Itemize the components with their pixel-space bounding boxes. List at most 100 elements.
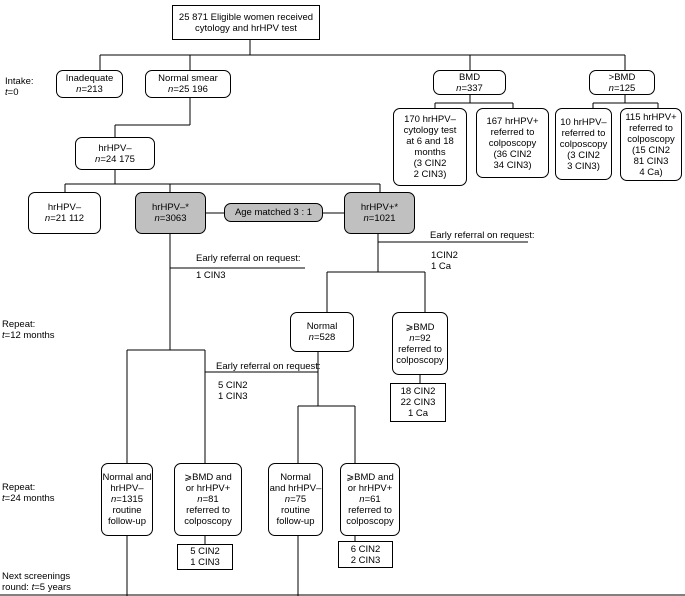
label-repeat-24-line: t=24 months — [2, 493, 55, 504]
box-line: 1 CIN3 — [190, 557, 220, 568]
box-line: (15 CIN2 — [631, 144, 670, 156]
box-line: referred to — [398, 343, 442, 355]
box-line: 2 CIN3 — [350, 554, 381, 566]
box-hpv-neg-rest: hrHPV–n=21 112 — [28, 192, 101, 234]
box-line: 170 hrHPV– — [404, 114, 456, 125]
box-line: n=213 — [76, 84, 103, 95]
early-referral-3-title-line: Early referral on request: — [216, 361, 321, 372]
box-line: (3 CIN2 — [413, 158, 447, 169]
box-line: cytology test — [403, 125, 457, 136]
box-line: 115 hrHPV+ — [625, 111, 677, 123]
box-line: Normal — [280, 472, 311, 483]
label-repeat-24: Repeat:t=24 months — [2, 482, 55, 504]
early-referral-1-title: Early referral on request: — [196, 253, 301, 264]
box-line: Normal — [306, 321, 338, 332]
box-line: colposcopy — [627, 133, 675, 145]
early-referral-1-value-line: 1 CIN3 — [196, 270, 226, 281]
box-line: n=24 175 — [95, 153, 135, 165]
box-line: Normal and — [102, 472, 152, 483]
box-line: n=61 — [359, 494, 381, 505]
box-line: routine — [112, 505, 142, 516]
box-line: colposcopy — [184, 516, 232, 527]
box-line: 3 CIN3) — [567, 160, 600, 172]
box-line: (3 CIN2 — [567, 149, 600, 161]
box-line: n=21 112 — [44, 213, 85, 224]
label-repeat-24-line: Repeat: — [2, 482, 36, 493]
early-referral-3-title: Early referral on request: — [216, 361, 321, 372]
box-line: referred to — [629, 122, 673, 134]
box-line: 5 CIN2 — [190, 546, 220, 557]
box-line: n=528 — [308, 332, 336, 343]
box-line: months — [414, 147, 446, 158]
label-next-round-line: round: t=5 years — [2, 582, 71, 593]
box-line: 4 Ca) — [639, 166, 663, 178]
box-line: at 6 and 18 — [406, 136, 454, 147]
box-line: hrHPV+* — [360, 202, 399, 213]
box-line: n=337 — [456, 82, 483, 94]
box-line: n=81 — [197, 494, 219, 505]
label-repeat-12-line: t=12 months — [2, 330, 55, 341]
box-line: 2 CIN3) — [413, 169, 447, 180]
box-hpv-neg-total: hrHPV–n=24 175 — [75, 137, 155, 170]
label-repeat-12-line: Repeat: — [2, 319, 36, 330]
box-line: or hrHPV+ — [185, 483, 231, 494]
label-intake-line: t=0 — [5, 87, 19, 98]
early-referral-3-values-line: 5 CIN2 — [218, 380, 248, 391]
box-line: referred to — [186, 505, 230, 516]
box-line: cytology and hrHPV test — [195, 22, 297, 34]
label-next-round-line: Next screenings — [2, 571, 71, 582]
box-line: hrHPV– — [47, 202, 82, 213]
box-line: n=92 — [409, 332, 431, 344]
box-line: and hrHPV– — [269, 483, 322, 494]
label-intake: Intake:t=0 — [5, 76, 34, 98]
early-referral-2-values-line: 1CIN2 — [431, 250, 458, 261]
early-referral-2-title: Early referral on request: — [430, 230, 535, 241]
box-line: referred to — [490, 126, 535, 138]
box-line: colposcopy — [559, 138, 608, 150]
box-line: ⩾BMD — [405, 321, 435, 333]
box-line: colposcopy — [346, 516, 394, 527]
box-line: 1 Ca — [407, 408, 429, 419]
box-line: 6 CIN2 — [350, 543, 381, 555]
early-referral-2-values-line: 1 Ca — [431, 261, 452, 272]
box-line: 167 hrHPV+ — [486, 115, 539, 127]
box-line: (36 CIN2 — [493, 148, 532, 160]
box-hpv-neg-star: hrHPV–*n=3063 — [135, 192, 206, 234]
box-line: follow-up — [276, 516, 315, 527]
box-line: 81 CIN3 — [633, 155, 669, 167]
box-line: follow-up — [107, 516, 147, 527]
box-line: ⩾BMD and — [184, 472, 232, 483]
box-line: n=1315 — [111, 494, 143, 505]
label-repeat-12: Repeat:t=12 months — [2, 319, 55, 341]
box-line: Age matched 3 : 1 — [234, 207, 313, 218]
box-hpv-pos-star: hrHPV+*n=1021 — [344, 192, 415, 234]
box-line: n=1021 — [363, 213, 396, 224]
box-line: hrHPV–* — [152, 202, 189, 213]
box-line: n=3063 — [154, 213, 187, 224]
box-line: n=25 196 — [168, 84, 208, 95]
box-line: referred to — [561, 127, 606, 139]
early-referral-2-title-line: Early referral on request: — [430, 230, 535, 241]
box-line: or hrHPV+ — [347, 483, 393, 494]
box-line: Normal smear — [158, 73, 218, 84]
box-age-matched: Age matched 3 : 1 — [224, 203, 323, 222]
box-line: n=125 — [608, 82, 636, 94]
label-intake-line: Intake: — [5, 76, 34, 87]
